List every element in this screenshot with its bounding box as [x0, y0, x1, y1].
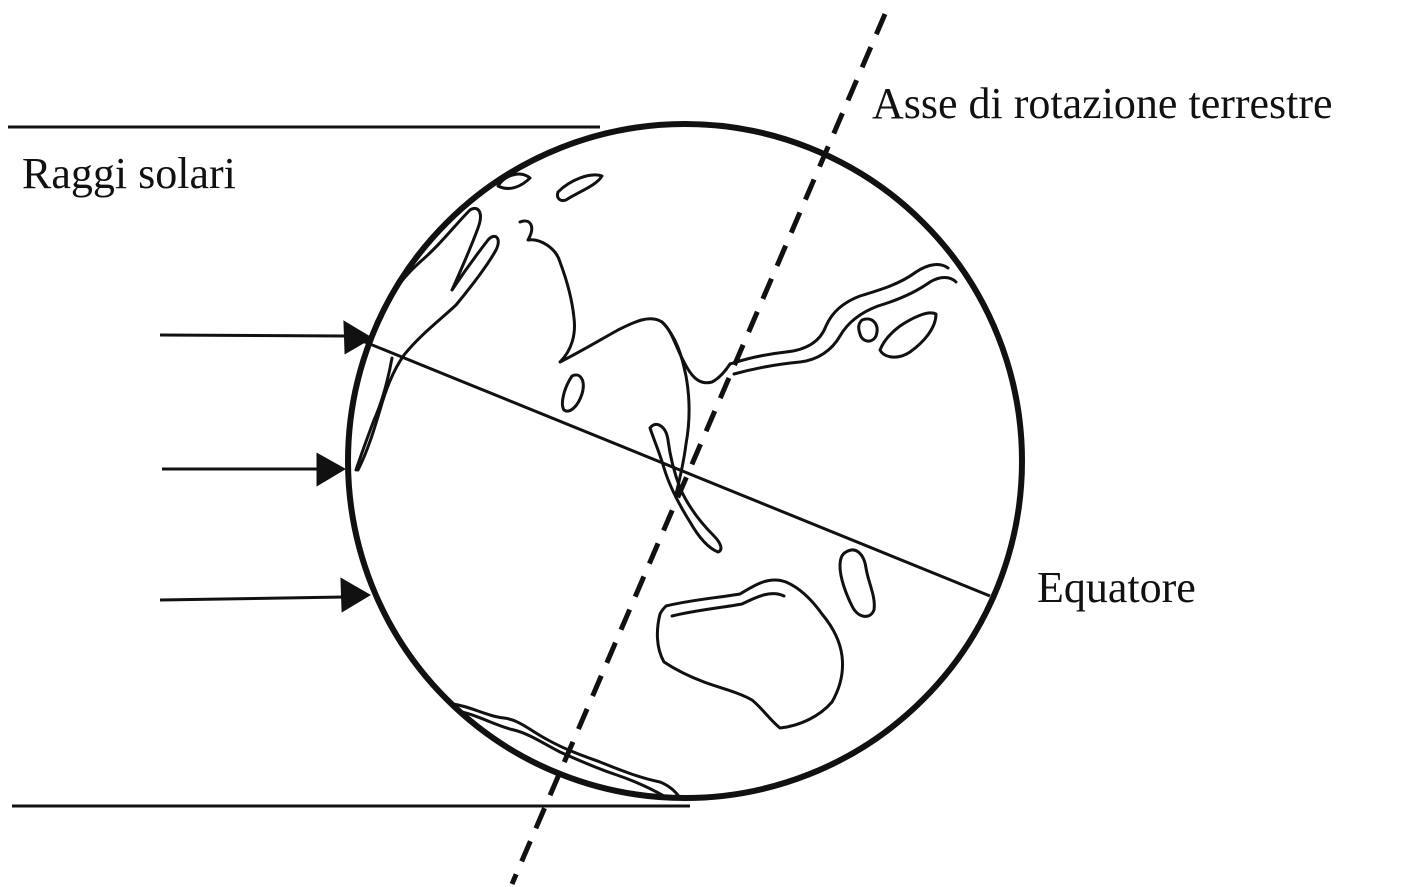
sun-rays-label: Raggi solari	[22, 149, 236, 198]
continent-east-asia-inner	[732, 276, 958, 376]
continent-east-asia	[728, 263, 950, 366]
continent-baltic	[556, 173, 604, 202]
continent-australia-inner	[670, 592, 786, 618]
sun-ray-arrowhead-2	[316, 452, 346, 487]
continent-africa-inner	[354, 356, 394, 472]
continent-malay-peninsula	[648, 423, 723, 554]
equator-line	[359, 338, 991, 598]
equator-label: Equatore	[1037, 563, 1196, 612]
sun-ray-arrow-3	[159, 595, 345, 602]
sun-ray-arrow-1	[159, 333, 346, 338]
island-japan-1	[857, 317, 879, 343]
island-japan-2	[878, 311, 938, 359]
sun-ray-arrows	[159, 320, 373, 613]
continent-antarctica-inner	[460, 710, 666, 798]
continent-asia-india	[518, 219, 732, 385]
continents	[354, 172, 958, 800]
continent-india-peninsula	[660, 320, 691, 496]
sun-ray-arrowhead-1	[343, 320, 373, 355]
continent-australia	[655, 578, 844, 730]
rotation-axis-label: Asse di rotazione terrestre	[872, 79, 1333, 128]
sun-ray-arrowhead-3	[340, 577, 371, 613]
island-borneo	[838, 548, 876, 618]
earth-globe	[345, 121, 1025, 801]
island-sri-lanka	[560, 373, 585, 413]
rotation-axis-line	[509, 13, 888, 885]
continent-europe-africa	[356, 206, 500, 472]
continent-antarctica	[450, 702, 682, 800]
